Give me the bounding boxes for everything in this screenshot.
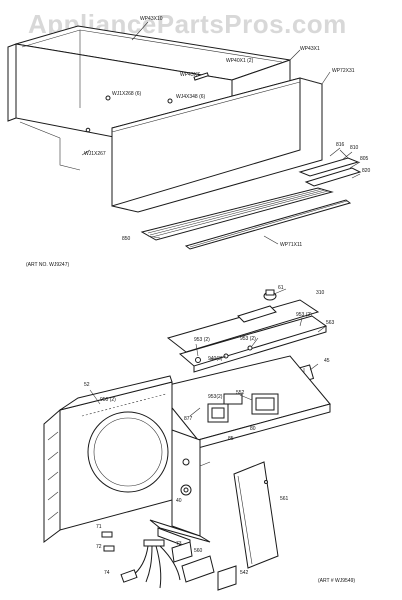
label-72: 72 — [96, 544, 102, 550]
label-850: 850 — [122, 236, 131, 242]
label-52: 52 — [84, 382, 90, 388]
label-wp71x11: WP71X11 — [280, 242, 302, 248]
blower-opening — [87, 411, 169, 493]
mount-bracket — [181, 555, 215, 583]
base-plate — [149, 519, 211, 543]
label-74: 74 — [104, 570, 110, 576]
label-953-a: 953 (2) — [194, 337, 210, 343]
wiring-harness — [101, 531, 181, 589]
label-816: 816 — [336, 142, 345, 148]
art-number-bottom: (ART # WJ9549) — [318, 578, 355, 584]
label-73: 73 — [176, 541, 182, 547]
label-71: 71 — [96, 524, 102, 530]
label-552: 552 — [236, 390, 245, 396]
label-85: 85 — [228, 436, 234, 442]
label-40: 40 — [176, 498, 182, 504]
label-810: 810 — [350, 145, 359, 151]
front-panel-face — [111, 77, 301, 207]
lower-grille-slats — [147, 188, 329, 238]
label-560: 560 — [194, 548, 203, 554]
label-940: 940(3) — [208, 356, 223, 362]
label-wj1x268: WJ1X268 (6) — [112, 91, 142, 97]
art-number-top: (ART NO. WJ9247) — [26, 262, 69, 268]
label-wp40x1: WP40X1 (2) — [226, 58, 254, 64]
label-wj4x348: WJ4X348 (6) — [176, 94, 206, 100]
access-panel — [233, 461, 279, 569]
label-310: 310 — [316, 290, 325, 296]
label-wp43x10: WP43X10 — [140, 16, 163, 22]
label-877: 877 — [184, 416, 193, 422]
top-assembly: WP43X10 WP43X1 WP72X31 WP43X7 WP40X1 (2)… — [7, 16, 371, 268]
label-45: 45 — [324, 358, 330, 364]
label-wp43x7: WP43X7 — [180, 72, 200, 78]
label-wp43x1: WP43X1 — [300, 46, 320, 52]
label-61: 61 — [278, 285, 284, 291]
label-805: 805 — [360, 156, 369, 162]
label-wp72x31: WP72X31 — [332, 68, 355, 74]
housing-hatch — [47, 431, 59, 521]
label-542: 542 — [240, 570, 249, 576]
support-panel — [171, 429, 201, 537]
label-wj1x267: WJ1X267 — [84, 151, 106, 157]
cabinet-flange — [7, 43, 17, 122]
label-953-b: 953 (2) — [296, 312, 312, 318]
bottom-assembly: 61 310 953 (2) 953 (2) 563 953 (2) 940(3… — [43, 285, 355, 591]
label-950: 950 (2) — [100, 397, 116, 403]
label-953-d: 953(2) — [208, 394, 223, 400]
label-820: 820 — [362, 168, 371, 174]
label-561: 561 — [280, 496, 289, 502]
label-80: 80 — [250, 426, 256, 432]
label-953-c: 953 (2) — [240, 336, 256, 342]
label-563: 563 — [326, 320, 335, 326]
